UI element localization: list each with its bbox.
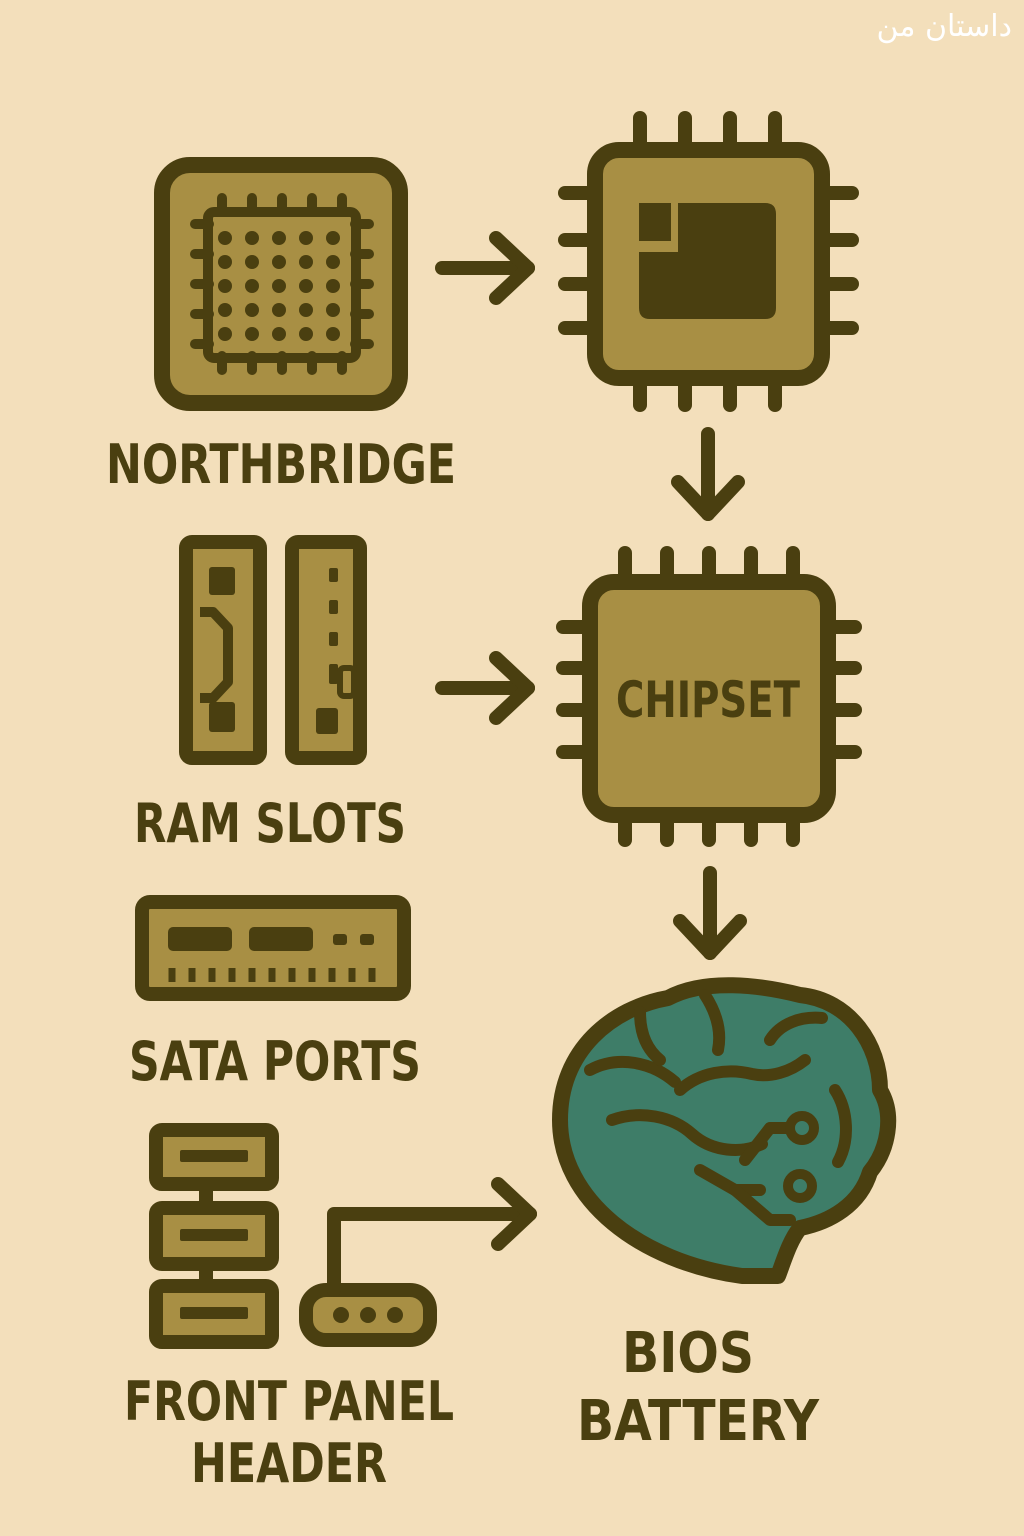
front-panel-header-label-line1: FRONT PANEL — [124, 1370, 454, 1433]
arrow-northbridge-to-cpu — [435, 231, 535, 305]
arrow-ram-to-chipset — [435, 651, 535, 725]
northbridge-chip-icon — [154, 157, 408, 411]
bios-battery-label-line1: BIOS — [622, 1321, 754, 1386]
watermark: داستان من — [877, 9, 1013, 44]
northbridge-label: NORTHBRIDGE — [106, 433, 456, 496]
ram-slots-icon — [179, 535, 367, 765]
sata-ports-icon — [135, 895, 411, 1001]
arrow-chipset-to-bios — [673, 866, 747, 960]
arrow-cpu-to-chipset — [671, 427, 745, 521]
sata-ports-label: SATA PORTS — [129, 1030, 421, 1093]
arrow-front-panel-to-bios — [327, 1177, 537, 1297]
brain-icon — [552, 977, 897, 1284]
front-panel-header-label-line2: HEADER — [191, 1432, 387, 1495]
chipset-label: CHIPSET — [616, 671, 800, 729]
ram-slots-label: RAM SLOTS — [134, 792, 406, 855]
chipset-chip-icon — [556, 546, 862, 847]
front-panel-header-icon — [149, 1123, 437, 1349]
bios-battery-label-line2: BATTERY — [577, 1389, 820, 1454]
cpu-chip-icon — [558, 111, 859, 412]
